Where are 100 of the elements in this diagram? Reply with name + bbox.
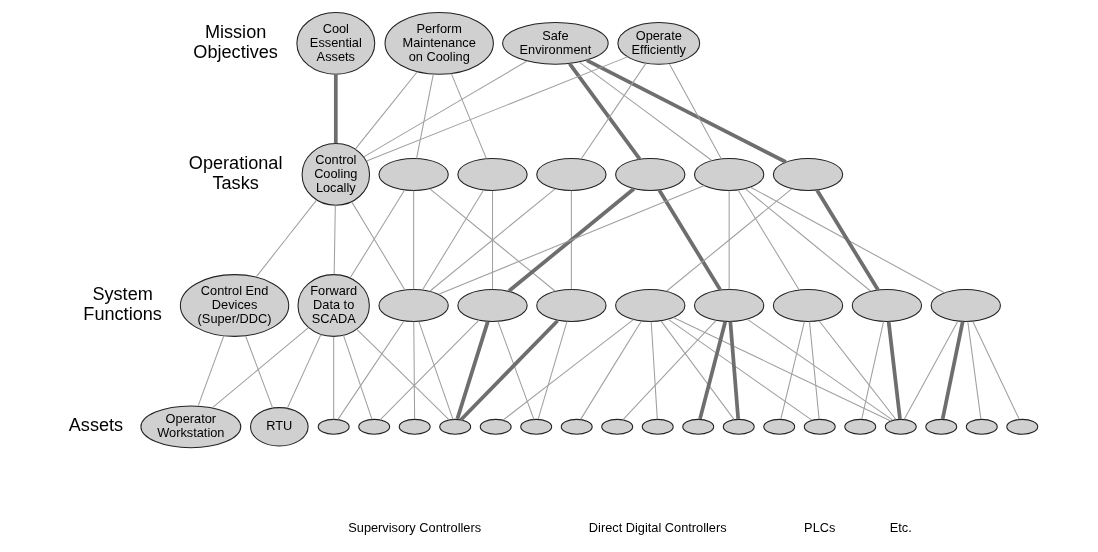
connector: [455, 321, 490, 420]
connector: [422, 189, 484, 291]
connector: [497, 321, 535, 420]
label: Operational Tasks: [188, 152, 283, 193]
connector: [356, 328, 450, 421]
connector: [728, 190, 730, 290]
connector: [342, 334, 373, 420]
connector: [586, 58, 787, 164]
connector: [212, 327, 309, 409]
connector: [570, 190, 572, 290]
node-ellipse: [803, 418, 836, 435]
connector: [746, 318, 894, 421]
connector: [507, 187, 636, 293]
connector: [351, 201, 406, 291]
connector: [413, 190, 415, 290]
node-ellipse: [317, 418, 350, 435]
connector: [459, 319, 559, 422]
connector: [413, 321, 416, 420]
connector: [967, 321, 982, 420]
node-ellipse: [772, 157, 844, 191]
connector: [333, 204, 336, 275]
connector: [429, 188, 556, 292]
node-ellipse: [884, 418, 917, 435]
node-ellipse: [457, 157, 528, 191]
node-ellipse: RTU: [250, 407, 309, 447]
connector: [861, 321, 885, 420]
node-ellipse: [641, 418, 674, 435]
node-ellipse: [536, 289, 607, 323]
node-ellipse: [925, 418, 958, 435]
connector: [886, 321, 902, 420]
connector: [379, 319, 480, 421]
connector: [255, 199, 318, 278]
node-ellipse: [722, 418, 755, 435]
label: Assets: [68, 415, 124, 436]
node-ellipse: Control End Devices (Super/DDC): [179, 274, 290, 337]
node-ellipse: Safe Environment: [502, 21, 609, 65]
node-ellipse: [398, 418, 431, 435]
label: PLCs: [804, 519, 836, 535]
node-ellipse: [457, 289, 528, 323]
connector: [491, 190, 494, 290]
connector: [737, 189, 800, 291]
connector: [780, 321, 805, 420]
connector: [750, 186, 945, 294]
node-circle: Control Cooling Locally: [301, 143, 371, 206]
connector: [972, 320, 1020, 420]
node-ellipse: [615, 157, 686, 191]
connector: [666, 188, 793, 292]
node-ellipse: [560, 418, 593, 435]
node-ellipse: Operate Efficiently: [617, 21, 701, 65]
connector: [349, 189, 405, 279]
connector: [903, 320, 959, 420]
connector: [815, 189, 880, 291]
connector: [650, 321, 658, 420]
connector: [728, 321, 741, 420]
node-ellipse: [536, 157, 607, 191]
label: Direct Digital Controllers: [588, 519, 727, 535]
node-ellipse: [763, 418, 796, 435]
node-ellipse: Forward Data to SCADA: [297, 274, 370, 337]
connector: [502, 319, 634, 421]
node-ellipse: [615, 289, 686, 323]
connector: [354, 71, 418, 150]
node-ellipse: [682, 418, 715, 435]
connector: [450, 73, 487, 160]
connector: [818, 320, 897, 420]
connector: [245, 335, 274, 409]
node-ellipse: [358, 418, 391, 435]
node-ellipse: [479, 418, 512, 435]
node-ellipse: [930, 289, 1001, 323]
connector: [416, 73, 434, 159]
node-ellipse: [378, 157, 449, 191]
connector: [438, 185, 705, 295]
node-ellipse: Perform Maintenance on Cooling: [384, 11, 494, 75]
node-ellipse: [844, 418, 877, 435]
connector: [940, 321, 965, 420]
node-ellipse: [693, 157, 765, 191]
connector: [568, 62, 642, 161]
connector: [286, 334, 322, 409]
connector: [337, 320, 405, 420]
connector: [418, 321, 454, 420]
connector: [657, 189, 722, 291]
node-ellipse: [1006, 418, 1039, 435]
connector: [333, 336, 335, 420]
connector: [366, 56, 629, 162]
label: System Functions: [83, 283, 162, 325]
node-ellipse: [693, 289, 765, 323]
node-ellipse: [520, 418, 553, 435]
connector: [580, 62, 647, 160]
node-ellipse: [965, 418, 998, 435]
connector: [333, 74, 338, 144]
node-ellipse: Cool Essential Assets: [296, 11, 376, 75]
connector: [668, 63, 722, 160]
connector: [660, 320, 735, 420]
label: Etc.: [889, 519, 912, 535]
connector: [744, 188, 871, 292]
node-ellipse: Operator Workstation: [140, 405, 242, 449]
connector: [579, 61, 713, 161]
connector: [667, 318, 813, 421]
connector: [698, 321, 728, 420]
label: Supervisory Controllers: [348, 519, 482, 535]
connector: [622, 320, 717, 421]
